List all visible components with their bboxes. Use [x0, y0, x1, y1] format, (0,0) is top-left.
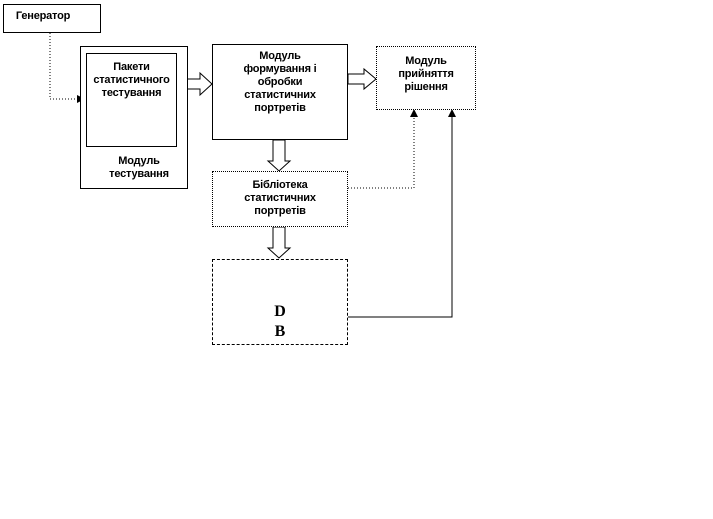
formation-to-library-arrow: [266, 139, 292, 172]
formation-module-label: Модуль формування і обробки статистичних…: [243, 50, 317, 114]
decision-module-label: Модуль прийняття рішення: [398, 55, 454, 93]
db-to-decision-connector: [348, 109, 456, 318]
database-box: [212, 259, 348, 345]
library-box: [212, 171, 348, 227]
formation-module-box: [212, 44, 348, 140]
test-packages-box: [86, 53, 177, 147]
generator-to-packages-connector: [49, 33, 85, 103]
generator-box: [3, 4, 101, 33]
database-label: D B: [274, 303, 286, 340]
test-packages-label: Пакети статистичного тестування: [93, 61, 170, 99]
generator-label: Генератор: [15, 10, 71, 22]
library-to-decision-connector: [348, 109, 418, 189]
library-to-db-arrow: [266, 226, 292, 259]
testing-module-label: Модуль тестування: [109, 155, 169, 180]
formation-to-decision-arrow: [347, 67, 377, 91]
decision-module-box: [376, 46, 476, 110]
testing-to-formation-arrow: [186, 71, 213, 97]
library-label: Бібліотека статистичних портретів: [244, 179, 316, 217]
